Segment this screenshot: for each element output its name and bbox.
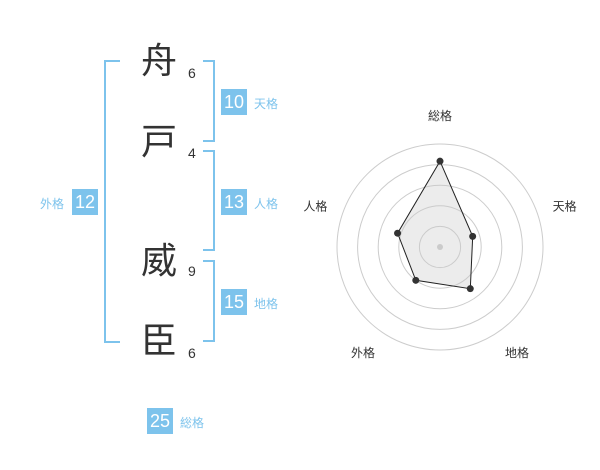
radar-grid-ring bbox=[398, 205, 482, 289]
stroke-count-3: 9 bbox=[188, 263, 196, 279]
radar-point-4 bbox=[412, 276, 420, 284]
radar-axis-label: 天格 bbox=[553, 199, 577, 214]
gaikaku-bracket bbox=[104, 60, 120, 343]
jinkaku-value: 13 bbox=[221, 189, 247, 215]
gaikaku-label: 外格 bbox=[40, 197, 65, 211]
radar-axis-label: 総格 bbox=[428, 108, 452, 123]
radar-center-dot bbox=[437, 244, 443, 250]
stroke-count-2: 4 bbox=[188, 145, 196, 161]
tenkaku-label: 天格 bbox=[254, 97, 279, 111]
gaikaku-value: 12 bbox=[72, 189, 98, 215]
soukaku-value: 25 bbox=[147, 408, 173, 434]
chikaku-label: 地格 bbox=[254, 297, 279, 311]
name-char-2: 戸 bbox=[141, 122, 178, 163]
radar-axis-label: 外格 bbox=[351, 345, 375, 360]
radar-grid-ring bbox=[418, 225, 462, 269]
radar-grid-ring bbox=[377, 184, 503, 310]
chikaku-bracket bbox=[203, 260, 215, 342]
tenkaku-value: 10 bbox=[221, 89, 247, 115]
name-char-3: 威 bbox=[141, 241, 178, 282]
radar-axis-label: 人格 bbox=[303, 199, 327, 214]
stroke-count-4: 6 bbox=[188, 345, 196, 361]
radar-point-1 bbox=[436, 157, 444, 165]
stroke-count-1: 6 bbox=[188, 65, 196, 81]
name-char-1: 舟 bbox=[141, 41, 178, 82]
radar-point-3 bbox=[466, 285, 474, 293]
tenkaku-bracket bbox=[203, 60, 215, 142]
chikaku-value: 15 bbox=[221, 289, 247, 315]
radar-series-area bbox=[397, 160, 474, 290]
radar-grid-ring bbox=[336, 143, 544, 351]
radar-point-5 bbox=[394, 229, 402, 237]
soukaku-label: 総格 bbox=[180, 416, 205, 430]
name-char-4: 臣 bbox=[141, 321, 178, 362]
jinkaku-bracket bbox=[203, 150, 215, 251]
radar-axis-label: 地格 bbox=[505, 345, 529, 360]
jinkaku-label: 人格 bbox=[254, 197, 279, 211]
radar-point-2 bbox=[469, 232, 477, 240]
